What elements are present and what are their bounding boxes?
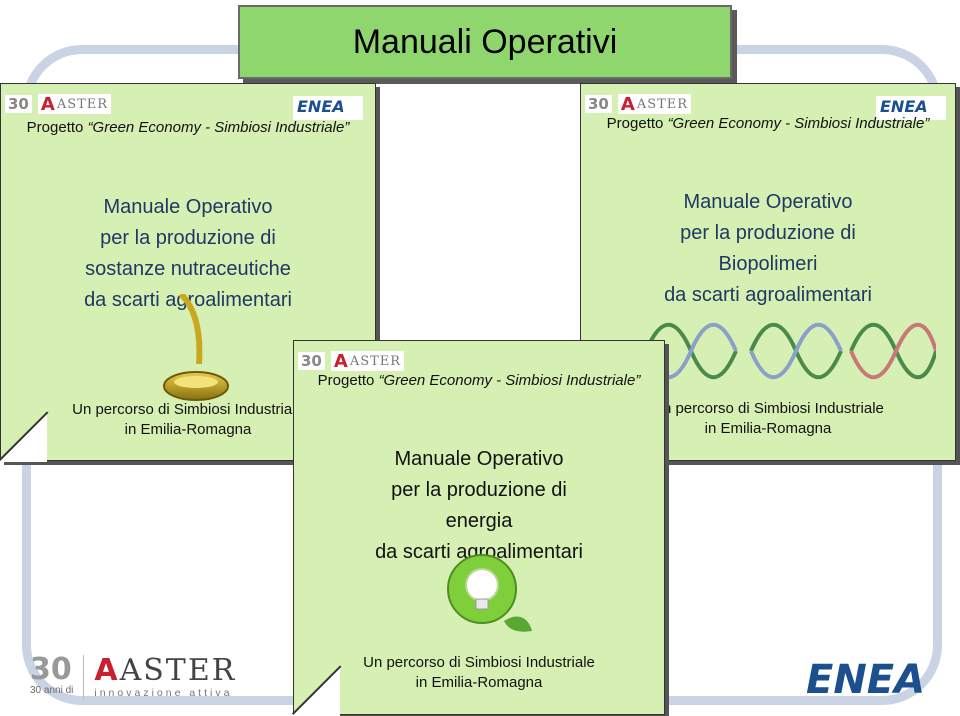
aster-30-logo: 30 — [298, 352, 325, 370]
enea-logo: ENEA — [876, 96, 946, 120]
enea-logo: ENEA — [293, 96, 363, 120]
project-label: Progetto “Green Economy - Simbiosi Indus… — [606, 115, 930, 132]
page-fold-corner — [0, 414, 47, 462]
lightbulb-icon — [447, 554, 532, 632]
project-label: Progetto “Green Economy - Simbiosi Indus… — [317, 372, 641, 389]
page-fold-corner — [292, 668, 340, 716]
page-title-box: Manuali Operativi — [238, 5, 732, 79]
card-footer: Un percorso di Simbiosi Industriale in E… — [363, 654, 595, 691]
manual-title: Manuale Operativo per la produzione di e… — [375, 448, 583, 563]
olive-oil-icon — [163, 294, 229, 401]
project-label: Progetto “Green Economy - Simbiosi Indus… — [26, 119, 350, 136]
aster-logo-large: 30 30 anni di AASTER innovazione attiva — [30, 652, 237, 699]
card-footer: Un percorso di Simbiosi Industriale in E… — [72, 401, 304, 438]
aster-30-logo: 30 — [5, 95, 32, 113]
manual-title: Manuale Operativo per la produzione di B… — [664, 191, 872, 306]
page-title: Manuali Operativi — [352, 22, 618, 61]
enea-logo-large: ENEA — [806, 657, 926, 703]
aster-30-logo: 30 — [585, 95, 612, 113]
card-footer: Un percorso di Simbiosi Industriale in E… — [652, 400, 884, 437]
dna-icon — [646, 322, 936, 380]
